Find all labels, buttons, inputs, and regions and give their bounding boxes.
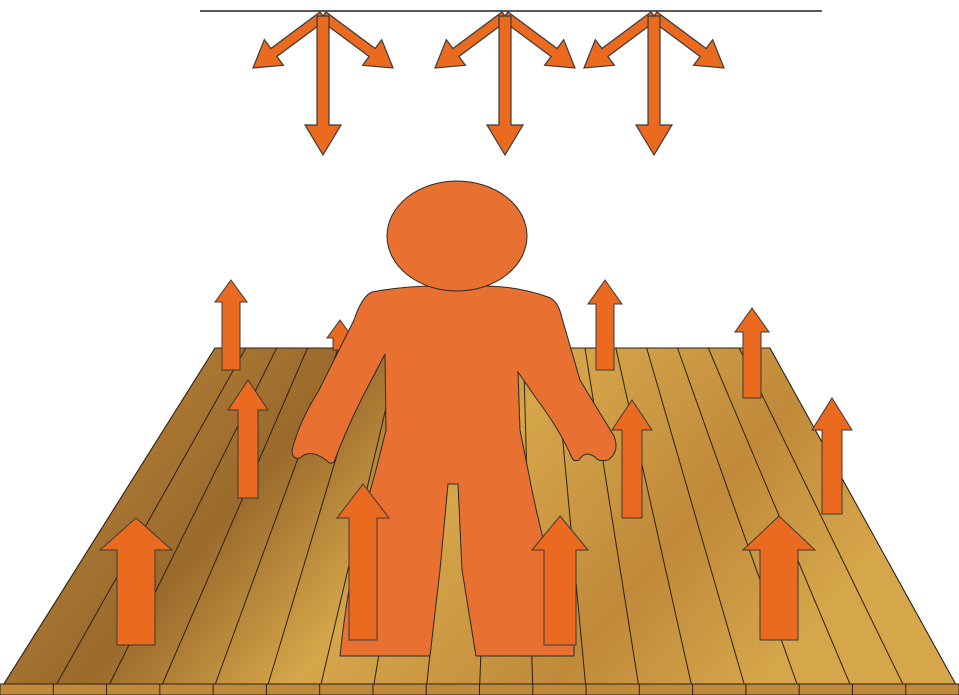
three-way-arrow-icon <box>253 12 393 155</box>
dispersing-heat-arrows <box>253 12 724 155</box>
three-way-arrow-icon <box>584 12 724 155</box>
three-way-arrow-icon <box>435 12 575 155</box>
